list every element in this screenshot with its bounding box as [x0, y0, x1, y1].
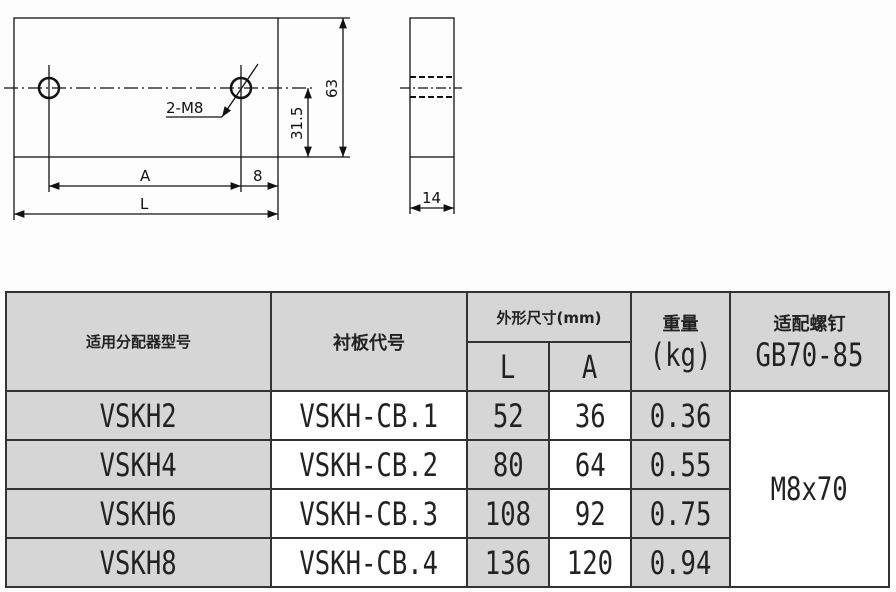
plate-code: VSKH-CB.4 — [299, 543, 439, 582]
plate-code: VSKH-CB.1 — [299, 396, 439, 435]
weight-value: 0.75 — [649, 494, 712, 533]
L-value: 108 — [484, 494, 532, 533]
A-value: 92 — [574, 494, 606, 533]
dim-8: 8 — [253, 167, 263, 185]
header-plate-code: 衬板代号 — [270, 291, 468, 392]
plate-code: VSKH-CB.3 — [299, 494, 439, 533]
model: VSKH8 — [99, 543, 178, 582]
model: VSKH6 — [99, 494, 178, 533]
A-value: 64 — [574, 445, 606, 484]
A-value: 36 — [574, 396, 606, 435]
dim-31-5: 31.5 — [288, 107, 306, 140]
header-distributor-model: 适用分配器型号 — [5, 291, 272, 392]
dim-L: L — [140, 195, 149, 213]
header-L: L — [466, 341, 550, 392]
hole-label: 2-M8 — [166, 99, 203, 117]
dim-14: 14 — [422, 189, 441, 207]
weight-label: 重量 — [662, 313, 699, 335]
header-A: A — [548, 341, 632, 392]
plate-code: VSKH-CB.2 — [299, 445, 439, 484]
weight-value: 0.94 — [649, 543, 712, 582]
technical-drawing: 2-M8 A 8 L 31.5 63 14 — [4, 17, 462, 220]
L-value: 52 — [492, 396, 524, 435]
weight-value: 0.36 — [649, 396, 712, 435]
screw-standard: GB70-85 — [755, 335, 864, 374]
weight-value: 0.55 — [649, 445, 712, 484]
table-row: VSKH2 VSKH-CB.1 52 36 0.36 M8x70 — [5, 390, 890, 588]
A-value: 120 — [566, 543, 614, 582]
model: VSKH2 — [99, 396, 178, 435]
table-row: VSKH8 VSKH-CB.4 136 120 0.94 — [5, 537, 889, 588]
header-dimensions: 外形尺寸(mm) — [466, 291, 632, 343]
table-row: VSKH6 VSKH-CB.3 108 92 0.75 — [5, 488, 889, 539]
dim-A: A — [140, 167, 151, 185]
header-weight: 重量(kg) — [630, 291, 731, 392]
L-value: 80 — [492, 445, 524, 484]
table-row: VSKH4 VSKH-CB.2 80 64 0.55 — [5, 439, 889, 490]
L-value: 136 — [484, 543, 532, 582]
weight-unit: (kg) — [649, 335, 712, 374]
screw-value: M8x70 — [770, 470, 849, 508]
screw-label: 适配螺钉 — [773, 313, 846, 335]
dim-63: 63 — [323, 79, 341, 98]
model: VSKH4 — [99, 445, 178, 484]
